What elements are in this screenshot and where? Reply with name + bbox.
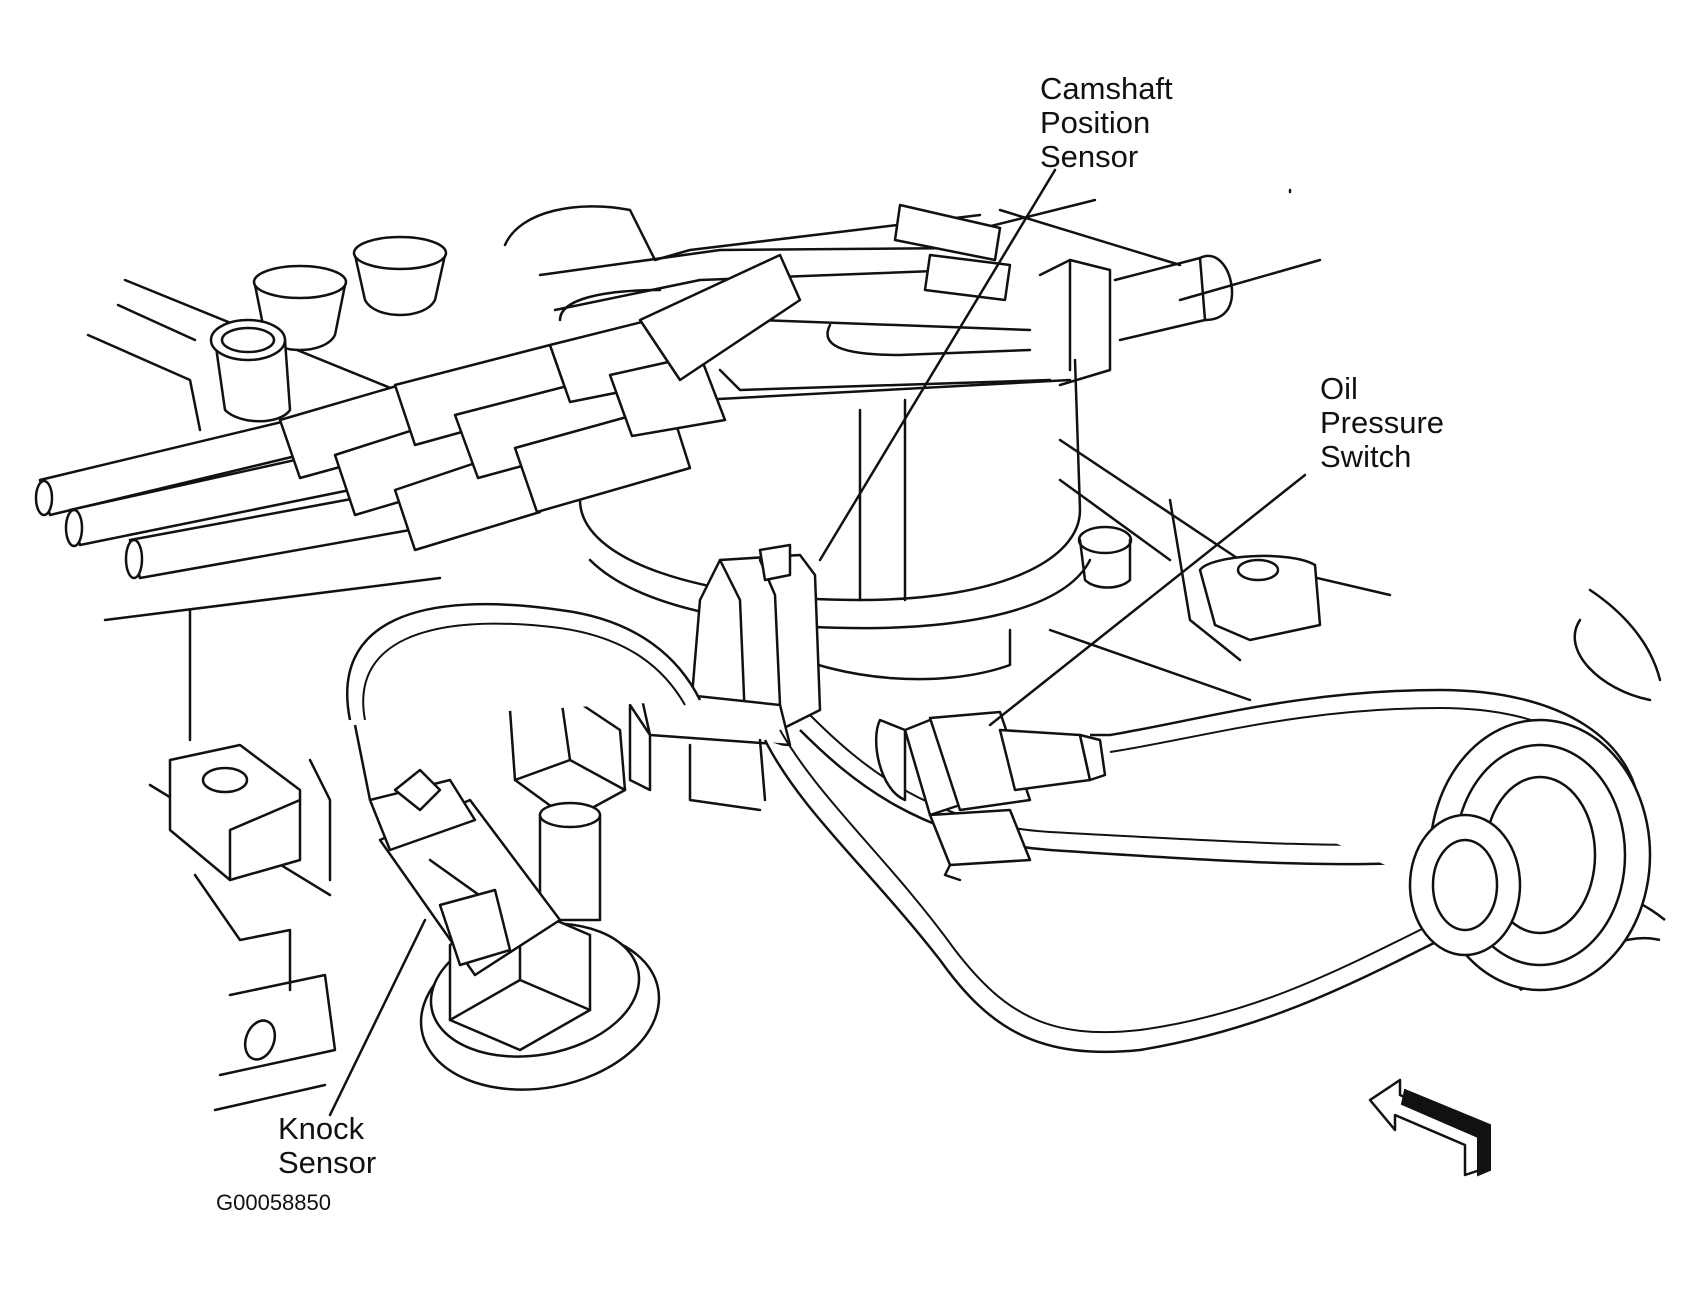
harness-coil — [1408, 588, 1662, 992]
knock-sensor-label: Knock Sensor — [278, 1111, 377, 1180]
plug-wires — [34, 203, 1012, 580]
oil-pressure-switch-label: Oil Pressure Switch — [1320, 371, 1445, 474]
oil-pressure-switch — [874, 710, 1107, 882]
camshaft-position-sensor-label: Camshaft Position Sensor — [1040, 71, 1173, 174]
engine-bosses — [168, 688, 627, 922]
intake-cap — [503, 205, 1234, 681]
knock-sensor — [368, 768, 661, 1091]
vacuum-caps — [209, 235, 448, 423]
oil-pressure-leader-line — [988, 473, 1307, 727]
leader-lines — [328, 168, 1307, 1117]
figure-code: G00058850 — [216, 1190, 331, 1215]
distributor-cap — [1077, 525, 1322, 642]
camshaft-leader-line — [818, 168, 1057, 562]
direction-arrow-icon — [1368, 1078, 1491, 1177]
knock-leader-line — [328, 918, 427, 1117]
